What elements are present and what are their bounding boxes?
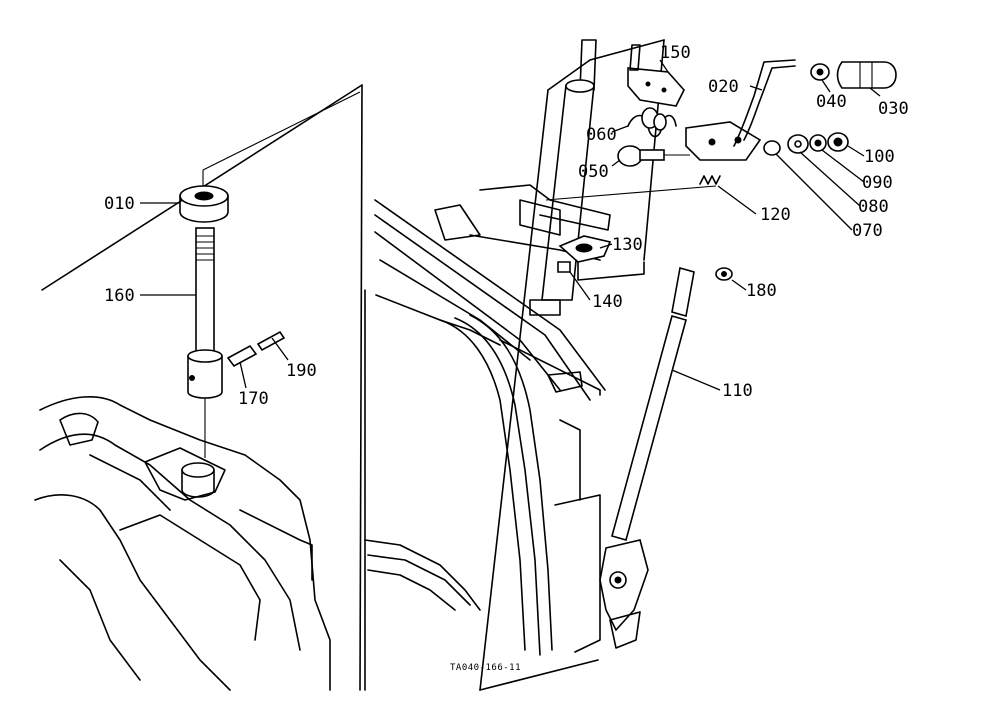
spring-washer-090 <box>809 134 827 152</box>
label-090: 090 <box>862 173 893 193</box>
label-150: 150 <box>660 43 691 63</box>
bushing-010 <box>179 185 229 223</box>
label-080: 080 <box>858 197 889 217</box>
shaft-160 <box>187 227 223 399</box>
transmission-housing <box>34 396 331 691</box>
collar-070 <box>763 140 781 156</box>
nut-180 <box>715 267 733 281</box>
knob-030 <box>836 61 897 89</box>
washer-080 <box>787 134 809 154</box>
leader-lines <box>140 59 881 391</box>
spring-060 <box>627 107 677 138</box>
label-190: 190 <box>286 361 317 381</box>
pin-050 <box>617 145 690 167</box>
label-010: 010 <box>104 194 135 214</box>
spring-120 <box>699 175 721 185</box>
label-140: 140 <box>592 292 623 312</box>
label-120: 120 <box>760 205 791 225</box>
label-040: 040 <box>816 92 847 112</box>
part-labels: 010 020 030 040 050 060 070 080 090 100 … <box>104 43 909 409</box>
nut-100 <box>827 132 849 152</box>
label-070: 070 <box>852 221 883 241</box>
drawing-code: TA040-166-11 <box>450 663 521 673</box>
pin-190 <box>256 330 286 352</box>
lever-020 <box>685 59 796 161</box>
dash-frame <box>364 199 606 691</box>
pin-170 <box>226 344 258 368</box>
label-130: 130 <box>612 235 643 255</box>
label-030: 030 <box>878 99 909 119</box>
label-160: 160 <box>104 286 135 306</box>
label-050: 050 <box>578 162 609 182</box>
nut-040 <box>810 63 830 81</box>
panel-tie-line <box>202 91 361 171</box>
label-110: 110 <box>722 381 753 401</box>
label-180: 180 <box>746 281 777 301</box>
linkage-line <box>545 185 717 201</box>
rod-110 <box>577 261 695 649</box>
label-100: 100 <box>864 147 895 167</box>
bolt-140 <box>557 261 571 273</box>
label-020: 020 <box>708 77 739 97</box>
label-170: 170 <box>238 389 269 409</box>
label-060: 060 <box>586 125 617 145</box>
plate-130 <box>558 235 612 263</box>
